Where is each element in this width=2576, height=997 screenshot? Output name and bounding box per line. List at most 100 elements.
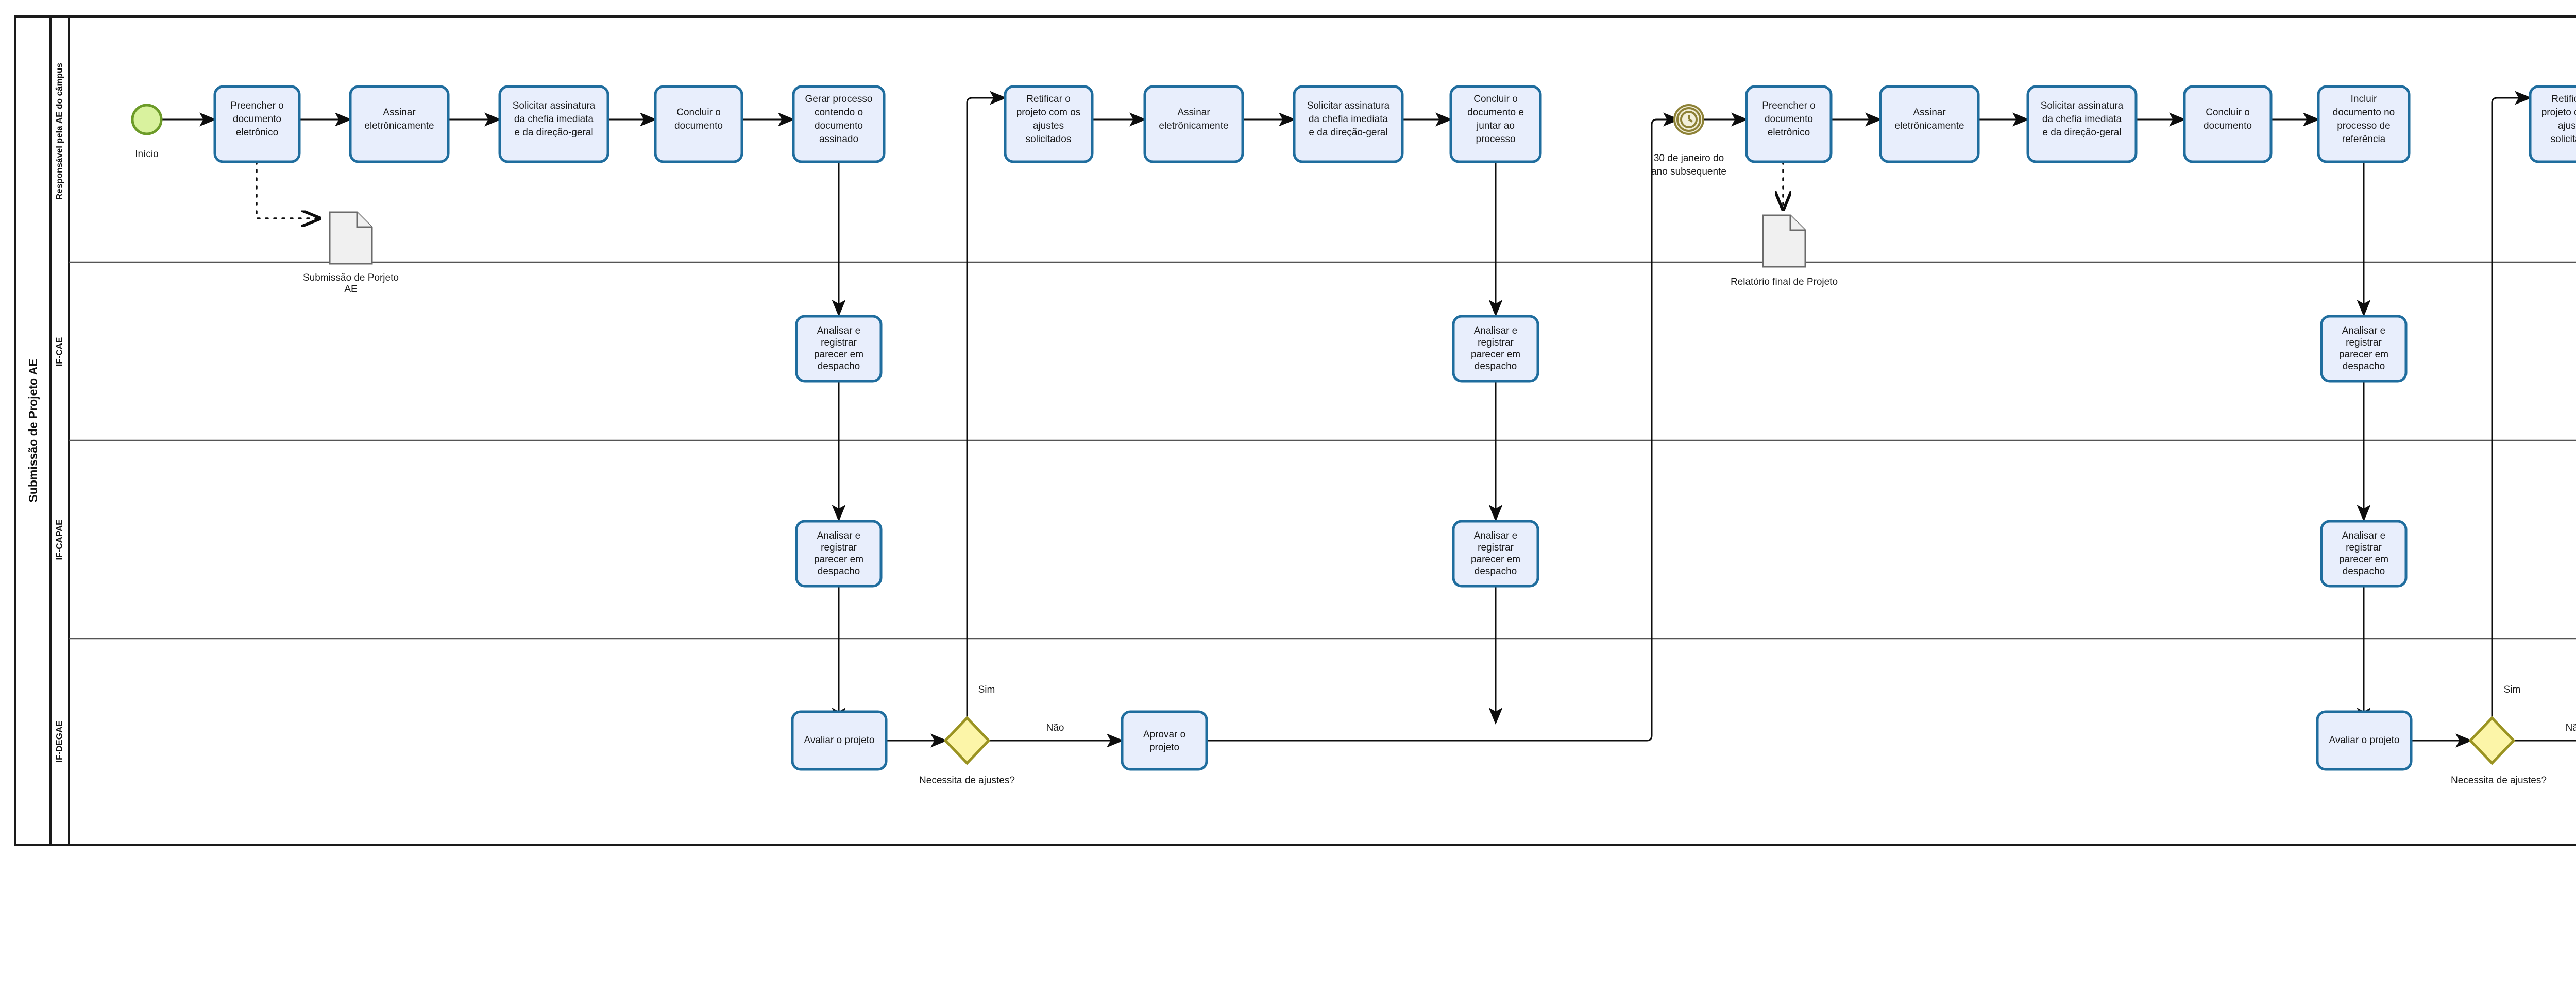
start-event[interactable]: Início <box>131 104 163 160</box>
task-box[interactable] <box>791 710 888 771</box>
task-preencher-documento-1[interactable]: Preencher o documento eletrônico Preench… <box>213 85 301 163</box>
gateway-label: Necessita de ajustes? <box>2451 775 2547 786</box>
task-incluir-documento-referencia[interactable]: Incluir documento no processo de referên… <box>2317 85 2411 163</box>
task-assinar-eletronicamente-1[interactable]: Assinar eletrônicamente Assinar eletrôni… <box>349 85 450 163</box>
task-assinar-eletronicamente-2[interactable]: Assinar eletrônicamente Assinar eletrôni… <box>1143 85 1244 163</box>
pool-border <box>14 15 2576 846</box>
task-box[interactable] <box>2320 315 2408 383</box>
pool: Submissão de Projeto AE Responsável pela… <box>14 15 2576 846</box>
task-label-l3: ajustes <box>2558 121 2576 131</box>
timer-event[interactable]: 30 de janeiro do ano subsequente 30 de j… <box>1651 104 1726 177</box>
flow-gw1-t10-sim <box>966 91 1007 719</box>
task-preencher-documento-2[interactable]: Preencher o documento eletrônico Preench… <box>1745 85 1833 163</box>
task-box[interactable] <box>498 85 609 163</box>
task-label-l1: Aprovar o <box>1143 729 1185 740</box>
gateway-ajustes-1[interactable]: Necessita de ajustes? Sim Não <box>919 684 1064 786</box>
timer-event-label-line2: ano subsequente <box>1651 166 1726 177</box>
document-fold-icon <box>356 212 372 228</box>
task-box[interactable] <box>1143 85 1244 163</box>
task-analisar-parecer-capae-2[interactable]: Analisar e registrar parecer em despacho… <box>1452 520 1539 588</box>
task-label-l1: Incluir <box>2351 94 2377 105</box>
task-box[interactable] <box>2026 85 2138 163</box>
gateway-branch-yes-label: Sim <box>2504 684 2521 695</box>
task-solicitar-assinatura-3[interactable]: Solicitar assinatura da chefia imediata … <box>2026 85 2138 163</box>
task-retificar-projeto-2[interactable]: Retificar o projeto com os ajustes solic… <box>2529 85 2576 163</box>
task-label-l2: registrar <box>1478 337 1514 348</box>
task-label-l2: documento <box>2204 121 2252 131</box>
task-analisar-parecer-capae-3[interactable]: Analisar e registrar parecer em despacho… <box>2320 520 2408 588</box>
task-assinar-eletronicamente-3[interactable]: Assinar eletrônicamente Assinar eletrôni… <box>1879 85 1980 163</box>
task-label-l3: ajustes <box>1033 121 1064 131</box>
document-icon <box>329 211 373 265</box>
task-box[interactable] <box>795 315 883 383</box>
task-analisar-parecer-cae-3[interactable]: Analisar e registrar parecer em despacho… <box>2320 315 2408 383</box>
task-label-l4: processo <box>1476 134 1515 145</box>
task-box[interactable] <box>1293 85 1404 163</box>
task-box[interactable] <box>1879 85 1980 163</box>
task-label-l3: parecer em <box>2339 349 2388 360</box>
task-box[interactable] <box>1452 520 1539 588</box>
task-label-l2: documento <box>1765 114 1813 125</box>
task-box[interactable] <box>2317 85 2411 163</box>
task-label-l1: Gerar processo <box>805 94 873 105</box>
task-label-l4: despacho <box>1475 566 1517 577</box>
task-label-l1: Analisar e <box>817 530 861 541</box>
task-label-l2: contendo o <box>815 107 863 118</box>
gateway-ajustes-2[interactable]: Necessita de ajustes? Sim Não <box>2451 684 2576 786</box>
task-solicitar-assinatura-2[interactable]: Solicitar assinatura da chefia imediata … <box>1293 85 1404 163</box>
task-gerar-processo[interactable]: Gerar processo contendo o documento assi… <box>792 85 886 163</box>
task-box[interactable] <box>795 520 883 588</box>
task-box[interactable] <box>792 85 886 163</box>
task-label-l1: Analisar e <box>1474 325 1518 336</box>
task-box[interactable] <box>654 85 743 163</box>
task-retificar-projeto-1[interactable]: Retificar o projeto com os ajustes solic… <box>1004 85 1094 163</box>
data-object-label: Relatório final de Projeto <box>1731 277 1838 287</box>
start-event-icon[interactable] <box>131 104 163 135</box>
task-label-l3: e da direção-geral <box>1309 127 1387 138</box>
clock-face-icon <box>1680 111 1698 128</box>
task-box[interactable] <box>1745 85 1833 163</box>
data-object-label-line1: Submissão de Porjeto <box>303 272 399 283</box>
task-label-l1: Concluir o <box>1473 94 1518 105</box>
task-analisar-parecer-cae-1[interactable]: Analisar e registrar parecer em despacho… <box>795 315 883 383</box>
task-box[interactable] <box>1004 85 1094 163</box>
task-concluir-documento-2[interactable]: Concluir o documento Concluir o document… <box>2183 85 2273 163</box>
task-label: Avaliar o projeto <box>804 735 875 746</box>
task-avaliar-projeto-1[interactable]: Avaliar o projeto <box>791 710 888 771</box>
data-object-relatorio: Relatório final de Projeto <box>1731 214 1838 287</box>
exclusive-gateway-icon[interactable] <box>2468 716 2516 765</box>
exclusive-gateway-icon[interactable] <box>943 716 991 765</box>
task-label-l1: Analisar e <box>2342 530 2386 541</box>
task-box[interactable] <box>1452 315 1539 383</box>
task-box[interactable] <box>1121 710 1208 771</box>
task-box[interactable] <box>2183 85 2273 163</box>
task-concluir-juntar-1[interactable]: Concluir o documento e juntar ao process… <box>1449 85 1542 163</box>
task-box[interactable] <box>1449 85 1542 163</box>
task-label-l3: e da direção-geral <box>514 127 593 138</box>
task-box[interactable] <box>213 85 301 163</box>
task-avaliar-projeto-2[interactable]: Avaliar o projeto <box>2316 710 2413 771</box>
task-concluir-documento-1[interactable]: Concluir o documento Concluir o document… <box>654 85 743 163</box>
task-box[interactable] <box>349 85 450 163</box>
task-label-l2: registrar <box>821 337 857 348</box>
task-label-l3: eletrônico <box>236 127 278 138</box>
task-label-l2: projeto <box>1149 742 1179 753</box>
task-label-l2: da chefia imediata <box>514 114 594 125</box>
task-box[interactable] <box>2529 85 2576 163</box>
task-label-l4: despacho <box>818 361 860 372</box>
document-fold-icon <box>1789 215 1805 231</box>
task-solicitar-assinatura-1[interactable]: Solicitar assinatura da chefia imediata … <box>498 85 609 163</box>
task-analisar-parecer-capae-1[interactable]: Analisar e registrar parecer em despacho… <box>795 520 883 588</box>
task-label-l1: Solicitar assinatura <box>2041 100 2124 111</box>
task-label-l4: despacho <box>1475 361 1517 372</box>
task-box[interactable] <box>2320 520 2408 588</box>
task-analisar-parecer-cae-2[interactable]: Analisar e registrar parecer em despacho… <box>1452 315 1539 383</box>
pool-title: Submissão de Projeto AE <box>26 358 40 502</box>
task-box[interactable] <box>2316 710 2413 771</box>
gateway-label: Necessita de ajustes? <box>919 775 1015 786</box>
gateway-branch-yes-label: Sim <box>978 684 995 695</box>
task-aprovar-projeto-1[interactable]: Aprovar o projeto Aprovar o projeto <box>1121 710 1208 771</box>
gateway-branch-no-label: Não <box>1046 723 1064 733</box>
